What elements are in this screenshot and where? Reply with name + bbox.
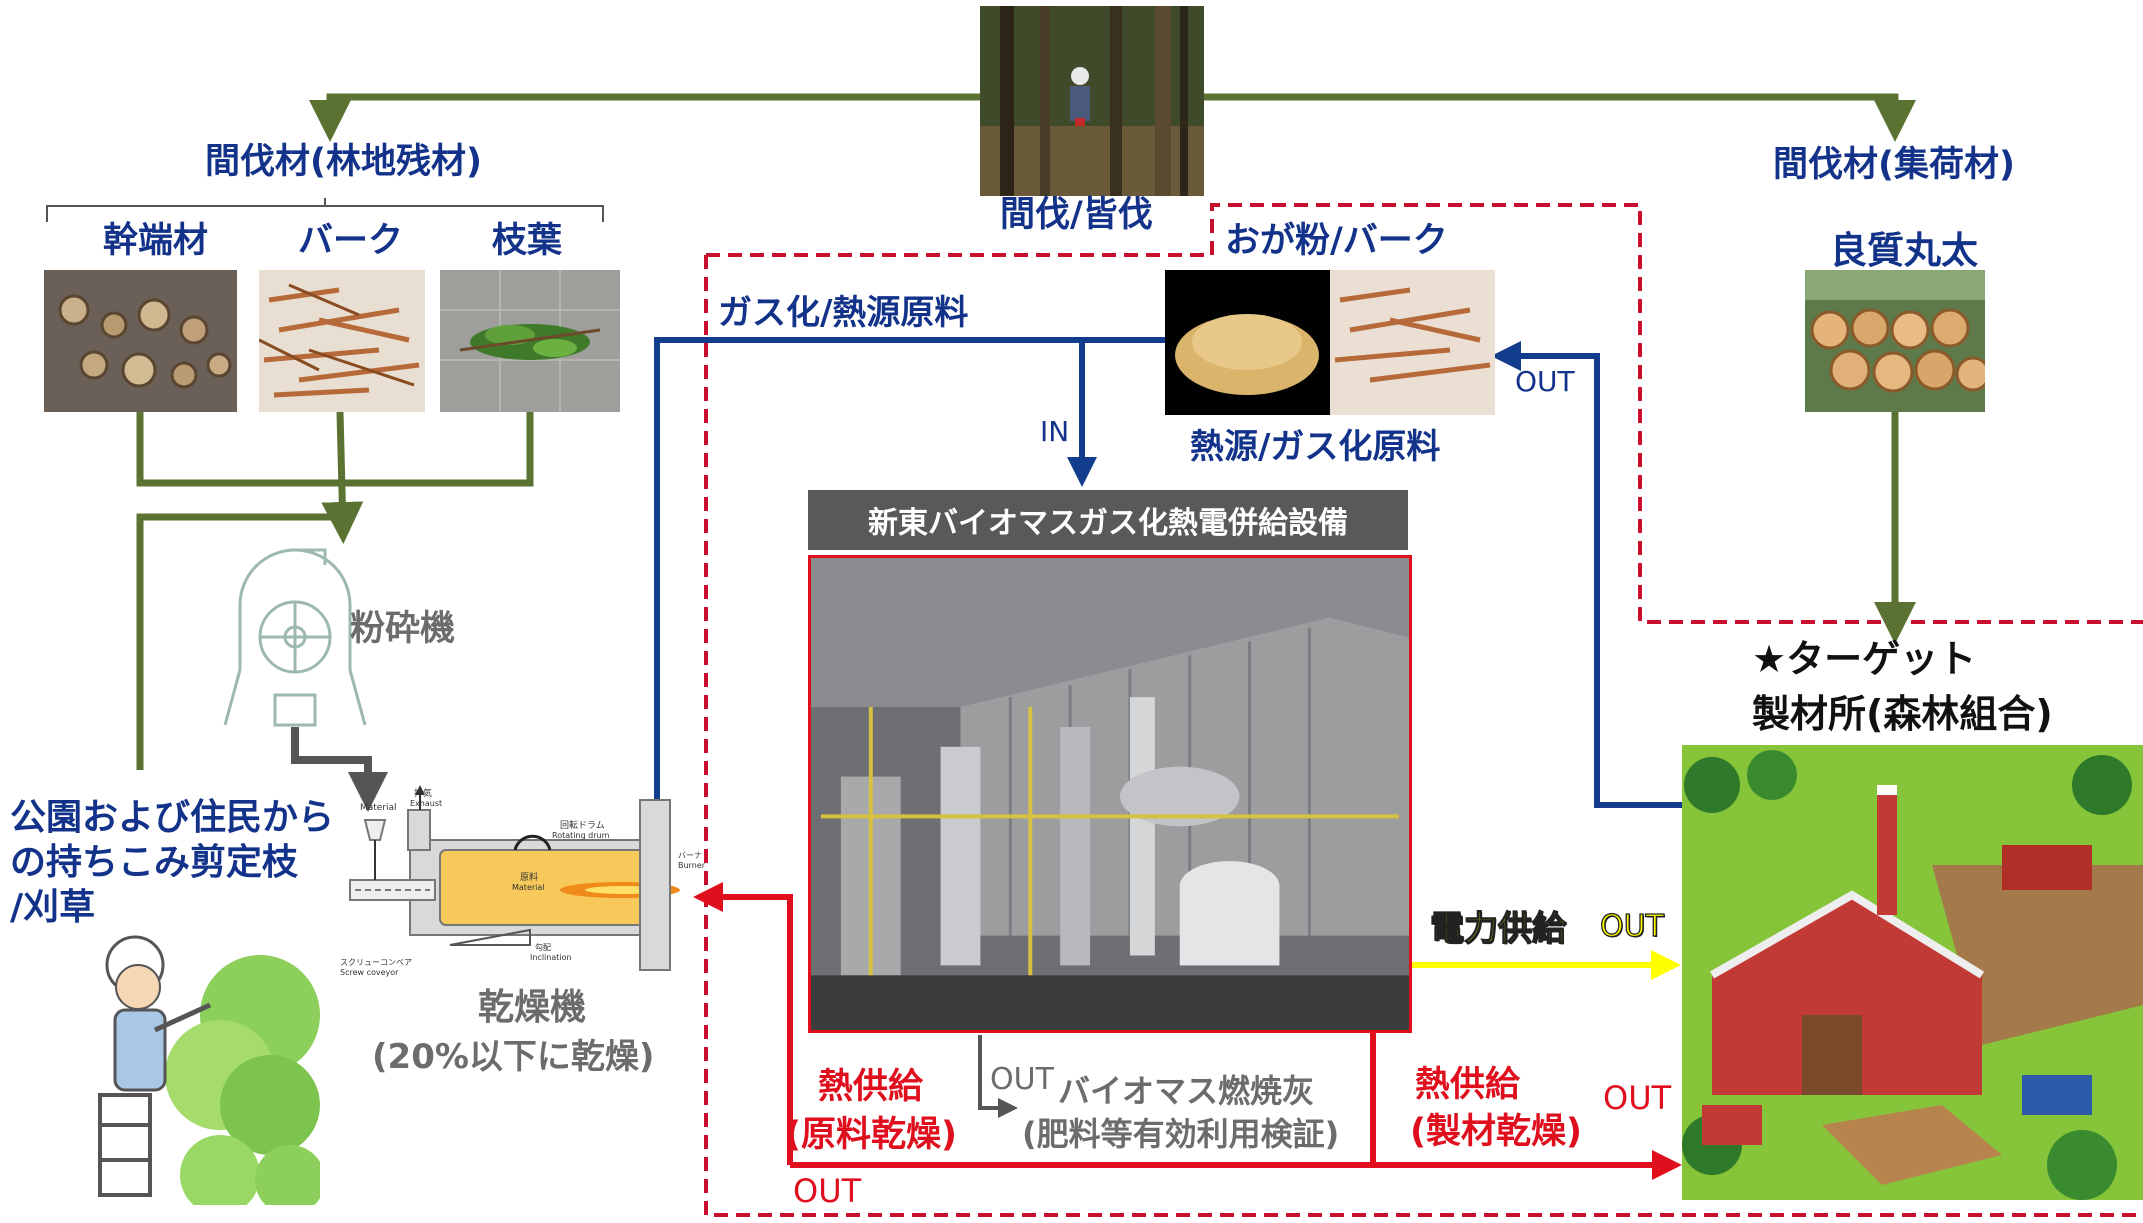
sawdust-label: おが粉/バーク: [1225, 221, 1448, 261]
logs-photo: [1805, 270, 1985, 412]
item-branches: 枝葉: [492, 221, 563, 261]
gas-feed-label: ガス化/熱源原料: [718, 293, 969, 333]
crusher-label: 粉砕機: [350, 609, 456, 649]
power-out-label: OUT: [1599, 909, 1664, 944]
heat-left-label-1: 熱供給: [818, 1067, 924, 1107]
arrow-heat-to-sawmill: [790, 1033, 1673, 1168]
heat-left-label-2: (原料乾燥): [785, 1115, 957, 1155]
crusher-illustration: [220, 545, 370, 730]
dryer-illustration: Material 排気 Exhaust 回転ドラム Rotating drum …: [340, 780, 715, 980]
dryer-sub-label: (20%以下に乾燥): [372, 1037, 655, 1077]
arrow-gas-feed: [654, 337, 1180, 845]
heat-source-label: 熱源/ガス化原料: [1190, 427, 1441, 467]
stem-end-photo: [44, 270, 237, 412]
bark-photo: [259, 270, 425, 412]
arrow-residents-to-crusher: [136, 513, 345, 770]
in-label: IN: [1040, 415, 1070, 448]
arrow-heat-to-dryer: [693, 882, 793, 1165]
dryer-annot-burner-en: Burner: [678, 861, 706, 870]
dryer-annot-burner-jp: バーナ: [678, 851, 702, 860]
power-supply-label: 電力供給: [1429, 909, 1566, 949]
dryer-annot-screw-jp: スクリューコンベア: [340, 958, 412, 967]
quality-logs-label: 良質丸太: [1830, 229, 1978, 272]
residents-label-3: /刈草: [10, 887, 96, 928]
dryer-annot-drum-en: Rotating drum: [552, 831, 610, 840]
facility-title: 新東バイオマスガス化熱電併給設備: [808, 490, 1408, 550]
target-label-2: 製材所(森林組合): [1752, 692, 2053, 736]
brace: [46, 198, 604, 222]
heat-left-out-label: OUT: [793, 1172, 862, 1210]
dryer-annot-drum-jp: 回転ドラム: [560, 820, 605, 831]
arrow-to-right-branch: [1204, 93, 1916, 142]
branches-photo: [440, 270, 620, 412]
arrow-ash: [978, 1035, 1018, 1118]
dryer-annot-material-jp: 原料: [520, 871, 538, 883]
dryer-annot-material-in: Material: [360, 803, 397, 813]
arrow-to-left-branch: [309, 93, 980, 142]
dashed-region-border: [704, 203, 2143, 1217]
dryer-annot-screw-en: Screw coveyor: [340, 968, 399, 977]
dryer-label: 乾燥機: [478, 987, 587, 1028]
dryer-annot-material-en: Material: [512, 883, 545, 892]
residents-label-2: の持ちこみ剪定枝: [10, 842, 299, 883]
heat-right-out-label: OUT: [1603, 1079, 1672, 1117]
ash-label-1: バイオマス燃焼灰: [1058, 1072, 1315, 1110]
right-branch-title: 間伐材(集荷材): [1773, 145, 2015, 185]
left-branch-title: 間伐材(林地残材): [205, 142, 482, 182]
thinning-label: 間伐/皆伐: [1000, 195, 1153, 235]
heat-right-label-1: 熱供給: [1415, 1065, 1521, 1105]
bark-out-label: OUT: [1515, 365, 1575, 398]
residents-label-1: 公園および住民から: [10, 797, 335, 838]
ash-label-2: (肥料等有効利用検証): [1022, 1115, 1340, 1153]
target-label-1: ★ターゲット: [1752, 637, 1977, 681]
sawdust-photo: [1165, 270, 1330, 415]
sawmill-illustration: [1682, 745, 2143, 1200]
facility-photo: [808, 555, 1412, 1033]
ash-out-label: OUT: [990, 1062, 1054, 1097]
thinning-photo: [980, 6, 1204, 196]
dryer-annot-incline-en: Inclination: [530, 953, 572, 962]
arrow-crusher-to-dryer: [291, 727, 388, 812]
heat-right-label-2: (製材乾燥): [1410, 1112, 1582, 1152]
bark-chips-photo: [1330, 270, 1495, 415]
dryer-annot-incline-jp: 勾配: [535, 942, 551, 952]
arrow-materials-to-crusher: [136, 411, 534, 530]
pruning-illustration: [60, 925, 320, 1205]
dryer-annot-exhaust-en: Exhaust: [410, 799, 442, 808]
item-bark: バーク: [298, 221, 404, 261]
dryer-annot-exhaust-jp: 排気: [414, 787, 432, 799]
arrow-bark-out: [1491, 341, 1682, 808]
item-stem-end: 幹端材: [103, 221, 209, 261]
